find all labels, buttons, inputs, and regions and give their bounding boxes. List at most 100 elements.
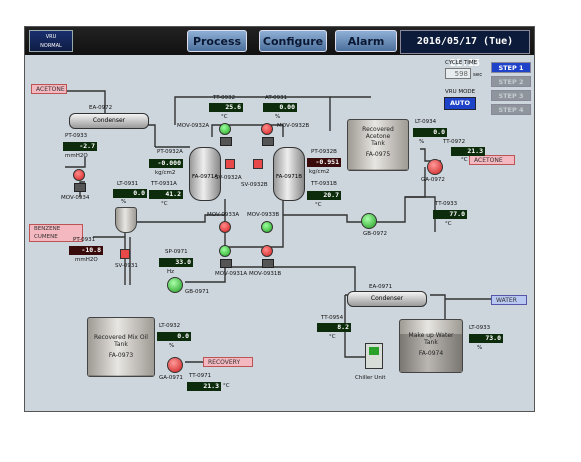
lt0934-tag: LT-0934 <box>415 119 437 125</box>
tt0954-tag: TT-0954 <box>321 315 344 321</box>
benzene-cumene-stream: BENZENE CUMENE <box>29 224 83 242</box>
ea0972-tag: EA-0972 <box>89 105 113 111</box>
mov0931a-tag: MOV-0931A <box>215 271 248 277</box>
ga0972-pump[interactable] <box>427 159 443 175</box>
mov0933b-tag: MOV-0933B <box>247 212 280 218</box>
sv0932a-tag: SV-0932A <box>215 175 242 181</box>
at0931-value: 0.00 <box>263 103 297 112</box>
sv0931-valve[interactable] <box>120 249 130 259</box>
vru-status-line2: NORMAL <box>40 43 62 49</box>
vru-status-line1: VRU <box>45 34 57 40</box>
gb0971-tag: GB-0971 <box>185 289 210 295</box>
pt0933-value: -2.7 <box>63 142 97 151</box>
tank-fa0975-tag: FA-0975 <box>365 151 391 158</box>
step-1-button[interactable]: STEP 1 <box>491 62 531 73</box>
tank-fa0975-level <box>348 169 408 170</box>
water-stream: WATER <box>491 295 527 305</box>
sv0932b-tag: SV-0932B <box>241 182 268 188</box>
sv0932a-valve[interactable] <box>225 159 235 169</box>
lt0933-tag: LT-0933 <box>469 325 491 331</box>
mov0931a-valve[interactable] <box>219 245 231 257</box>
tank-fa0974: Make up Water Tank FA-0974 <box>399 319 463 373</box>
at0931-tag: AT-0931 <box>265 95 288 101</box>
nav-configure-button[interactable]: Configure <box>259 30 327 52</box>
acetone-outlet-stream: ACETONE <box>469 155 515 165</box>
tt0972-value: 21.3 <box>451 147 485 156</box>
tt0931b-tag: TT-0931B <box>311 181 337 187</box>
nav-alarm-button[interactable]: Alarm <box>335 30 397 52</box>
lt0934-unit: % <box>419 139 425 145</box>
pt0931-tag: PT-0931 <box>73 237 96 243</box>
vru-status-box: VRU NORMAL <box>29 30 73 52</box>
tank-fa0974-level <box>400 334 462 372</box>
lt0932-value: 0.0 <box>157 332 191 341</box>
mov0931a-actuator <box>220 259 232 268</box>
tank-fa0974-line2: Tank <box>424 339 438 346</box>
mov0934-tag: MOV-0934 <box>61 195 90 201</box>
mov0933b-valve[interactable] <box>261 221 273 233</box>
lt0931-unit: % <box>121 199 127 205</box>
tt0931b-value: 20.7 <box>307 191 341 200</box>
chiller-label: Chiller Unit <box>355 375 386 381</box>
mov0932b-valve[interactable] <box>261 123 273 135</box>
cycle-time-value: 598 <box>445 68 471 79</box>
tt0933-unit: °C <box>445 221 452 227</box>
tank-fa0973-tag: FA-0973 <box>108 352 134 359</box>
tt0931a-value: 41.2 <box>149 190 183 199</box>
pt0932b-tag: PT-0932B <box>311 149 337 155</box>
date-time-display: 2016/05/17 (Tue) 21:15 <box>400 30 530 69</box>
tt0931a-unit: °C <box>161 201 168 207</box>
mov0934-valve[interactable] <box>73 169 85 181</box>
tt0954-unit: °C <box>329 334 336 340</box>
sv0931-tag: SV-0931 <box>115 263 138 269</box>
tt0971-tag: TT-0971 <box>189 373 212 379</box>
tank-fa0973-line1: Recovered Mix Oil <box>94 334 148 341</box>
condenser-ea0971: Condenser <box>347 291 427 307</box>
gb0972-pump[interactable] <box>361 213 377 229</box>
gb0971-pump[interactable] <box>167 277 183 293</box>
tt0932-value: 25.6 <box>209 103 243 112</box>
at0931-unit: % <box>275 114 281 120</box>
mov0932a-tag: MOV-0932A <box>177 123 210 129</box>
step-3-button[interactable]: STEP 3 <box>491 90 531 101</box>
mov0933a-valve[interactable] <box>219 221 231 233</box>
step-2-button[interactable]: STEP 2 <box>491 76 531 87</box>
lt0932-unit: % <box>169 343 175 349</box>
tank-fa0973: Recovered Mix Oil Tank FA-0973 <box>87 317 155 377</box>
pt0932a-tag: PT-0932A <box>157 149 183 155</box>
cycle-time-label: CYCLE TIME <box>445 60 478 66</box>
chiller-status-indicator <box>369 347 379 355</box>
tt0972-unit: °C <box>461 157 468 163</box>
tt0932-tag: TT-0932 <box>213 95 236 101</box>
pt0932a-value: -0.000 <box>149 159 183 168</box>
pt0933-tag: PT-0933 <box>65 133 88 139</box>
mov0932b-actuator <box>262 137 274 146</box>
tank-fa0973-level <box>88 374 154 376</box>
mov0932a-actuator <box>220 137 232 146</box>
ea0971-tag: EA-0971 <box>369 284 393 290</box>
chiller-unit <box>365 343 383 369</box>
mov0932a-valve[interactable] <box>219 123 231 135</box>
tt0931a-tag: TT-0931A <box>151 181 177 187</box>
lt0932-tag: LT-0932 <box>159 323 181 329</box>
nav-process-button[interactable]: Process <box>187 30 247 52</box>
ga0971-pump[interactable] <box>167 357 183 373</box>
ga0971-tag: GA-0971 <box>159 375 183 381</box>
pt0932a-unit: kg/cm2 <box>155 170 176 176</box>
vessel-fa0971a: FA-0971A <box>189 147 221 201</box>
sp0971-tag: SP-0971 <box>165 249 188 255</box>
tank-fa0975: Recovered Acetone Tank FA-0975 <box>347 119 409 171</box>
vessel-fa0971b: FA-0971B <box>273 147 305 201</box>
sv0932b-valve[interactable] <box>253 159 263 169</box>
separator-vessel <box>115 207 137 233</box>
sp0971-value: 33.0 <box>159 258 193 267</box>
tt0971-value: 21.3 <box>187 382 221 391</box>
mov0931b-valve[interactable] <box>261 245 273 257</box>
tank-fa0973-line2: Tank <box>114 341 128 348</box>
sp0971-unit: Hz <box>167 269 175 275</box>
pt0931-unit: mmH2O <box>75 257 98 263</box>
step-4-button[interactable]: STEP 4 <box>491 104 531 115</box>
vru-mode-value[interactable]: AUTO <box>444 97 476 110</box>
mov0931b-actuator <box>262 259 274 268</box>
lt0934-value: 0.0 <box>413 128 447 137</box>
